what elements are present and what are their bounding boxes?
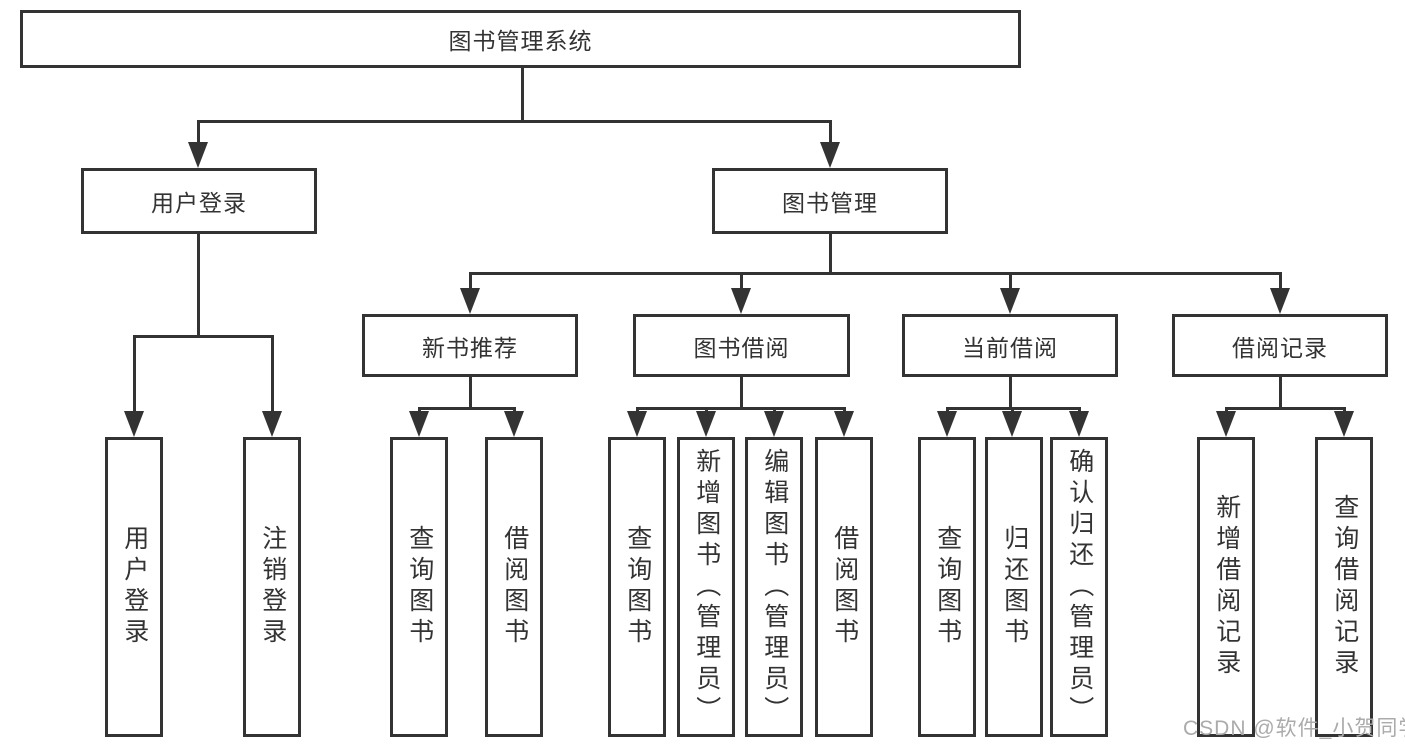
arrowhead-down-icon bbox=[1000, 288, 1020, 314]
arrowhead-down-icon bbox=[764, 411, 784, 437]
node-label: 当前借阅 bbox=[962, 334, 1058, 361]
arrowhead-down-icon bbox=[937, 411, 957, 437]
node-label: 图书管理系统 bbox=[448, 28, 593, 54]
leaf-label: 编辑图书（管理员） bbox=[760, 447, 789, 727]
leaf-label: 借阅图书 bbox=[830, 525, 859, 649]
leaf-borrow-books-newbooks: 借阅图书 bbox=[485, 437, 543, 737]
arrowhead-down-icon bbox=[820, 142, 840, 168]
node-label: 用户登录 bbox=[151, 190, 247, 216]
connector-line bbox=[197, 231, 200, 337]
connector-line bbox=[469, 272, 472, 290]
node-label: 新书推荐 bbox=[422, 334, 518, 361]
leaf-label: 新增借阅记录 bbox=[1212, 494, 1241, 680]
arrowhead-down-icon bbox=[409, 411, 429, 437]
node-book-borrowing: 图书借阅 bbox=[633, 314, 850, 377]
arrowhead-down-icon bbox=[834, 411, 854, 437]
leaf-query-borrow-record: 查询借阅记录 bbox=[1315, 437, 1373, 737]
leaf-label: 归还图书 bbox=[1000, 525, 1029, 649]
arrowhead-down-icon bbox=[124, 411, 144, 437]
leaf-label: 查询图书 bbox=[933, 525, 962, 649]
arrowhead-down-icon bbox=[627, 411, 647, 437]
connector-line bbox=[469, 272, 1282, 275]
leaf-add-borrow-record: 新增借阅记录 bbox=[1197, 437, 1255, 737]
node-label: 借阅记录 bbox=[1232, 334, 1328, 361]
leaf-add-books-admin: 新增图书（管理员） bbox=[677, 437, 735, 737]
leaf-logout: 注销登录 bbox=[243, 437, 301, 737]
connector-line bbox=[829, 120, 832, 144]
connector-line bbox=[1279, 272, 1282, 290]
node-borrowing-records: 借阅记录 bbox=[1172, 314, 1388, 377]
arrowhead-down-icon bbox=[188, 142, 208, 168]
connector-line bbox=[740, 374, 743, 409]
connector-line bbox=[469, 374, 472, 409]
arrowhead-down-icon bbox=[504, 411, 524, 437]
connector-line bbox=[1009, 374, 1012, 409]
arrowhead-down-icon bbox=[731, 288, 751, 314]
node-root-library-management-system: 图书管理系统 bbox=[20, 10, 1021, 68]
connector-line bbox=[636, 407, 846, 410]
leaf-label: 查询图书 bbox=[623, 525, 652, 649]
arrowhead-down-icon bbox=[1216, 411, 1236, 437]
leaf-label: 用户登录 bbox=[120, 525, 149, 649]
leaf-label: 确认归还（管理员） bbox=[1065, 447, 1094, 727]
connector-line bbox=[521, 66, 524, 120]
node-label: 图书管理 bbox=[782, 190, 878, 216]
leaf-user-login: 用户登录 bbox=[105, 437, 163, 737]
csdn-watermark: CSDN @软件_小贺同学 bbox=[1183, 717, 1405, 740]
connector-line bbox=[1279, 374, 1282, 409]
leaf-edit-books-admin: 编辑图书（管理员） bbox=[745, 437, 803, 737]
leaf-label: 查询图书 bbox=[405, 525, 434, 649]
node-label: 图书借阅 bbox=[693, 334, 790, 361]
leaf-label: 新增图书（管理员） bbox=[692, 447, 721, 727]
node-book-management: 图书管理 bbox=[712, 168, 948, 234]
connector-line bbox=[418, 407, 516, 410]
connector-line bbox=[740, 272, 743, 290]
arrowhead-down-icon bbox=[696, 411, 716, 437]
node-current-borrowing: 当前借阅 bbox=[902, 314, 1118, 377]
connector-line bbox=[829, 231, 832, 274]
connector-line bbox=[271, 335, 274, 413]
connector-line bbox=[133, 335, 136, 413]
leaf-label: 查询借阅记录 bbox=[1330, 494, 1359, 680]
connector-line bbox=[133, 335, 274, 338]
connector-line bbox=[1009, 272, 1012, 290]
arrowhead-down-icon bbox=[1270, 288, 1290, 314]
leaf-label: 借阅图书 bbox=[500, 525, 529, 649]
leaf-borrow-books-borrowing: 借阅图书 bbox=[815, 437, 873, 737]
leaf-confirm-return-admin: 确认归还（管理员） bbox=[1050, 437, 1108, 737]
arrowhead-down-icon bbox=[460, 288, 480, 314]
leaf-query-books-newbooks: 查询图书 bbox=[390, 437, 448, 737]
arrowhead-down-icon bbox=[1334, 411, 1354, 437]
leaf-query-books-current: 查询图书 bbox=[918, 437, 976, 737]
leaf-label: 注销登录 bbox=[258, 525, 287, 649]
connector-line bbox=[197, 120, 200, 144]
connector-line bbox=[1225, 407, 1346, 410]
node-user-login: 用户登录 bbox=[81, 168, 317, 234]
arrowhead-down-icon bbox=[262, 411, 282, 437]
leaf-query-books-borrowing: 查询图书 bbox=[608, 437, 666, 737]
node-new-book-recommendation: 新书推荐 bbox=[362, 314, 578, 377]
arrowhead-down-icon bbox=[1069, 411, 1089, 437]
leaf-return-books: 归还图书 bbox=[985, 437, 1043, 737]
connector-line bbox=[197, 120, 832, 123]
arrowhead-down-icon bbox=[1002, 411, 1022, 437]
